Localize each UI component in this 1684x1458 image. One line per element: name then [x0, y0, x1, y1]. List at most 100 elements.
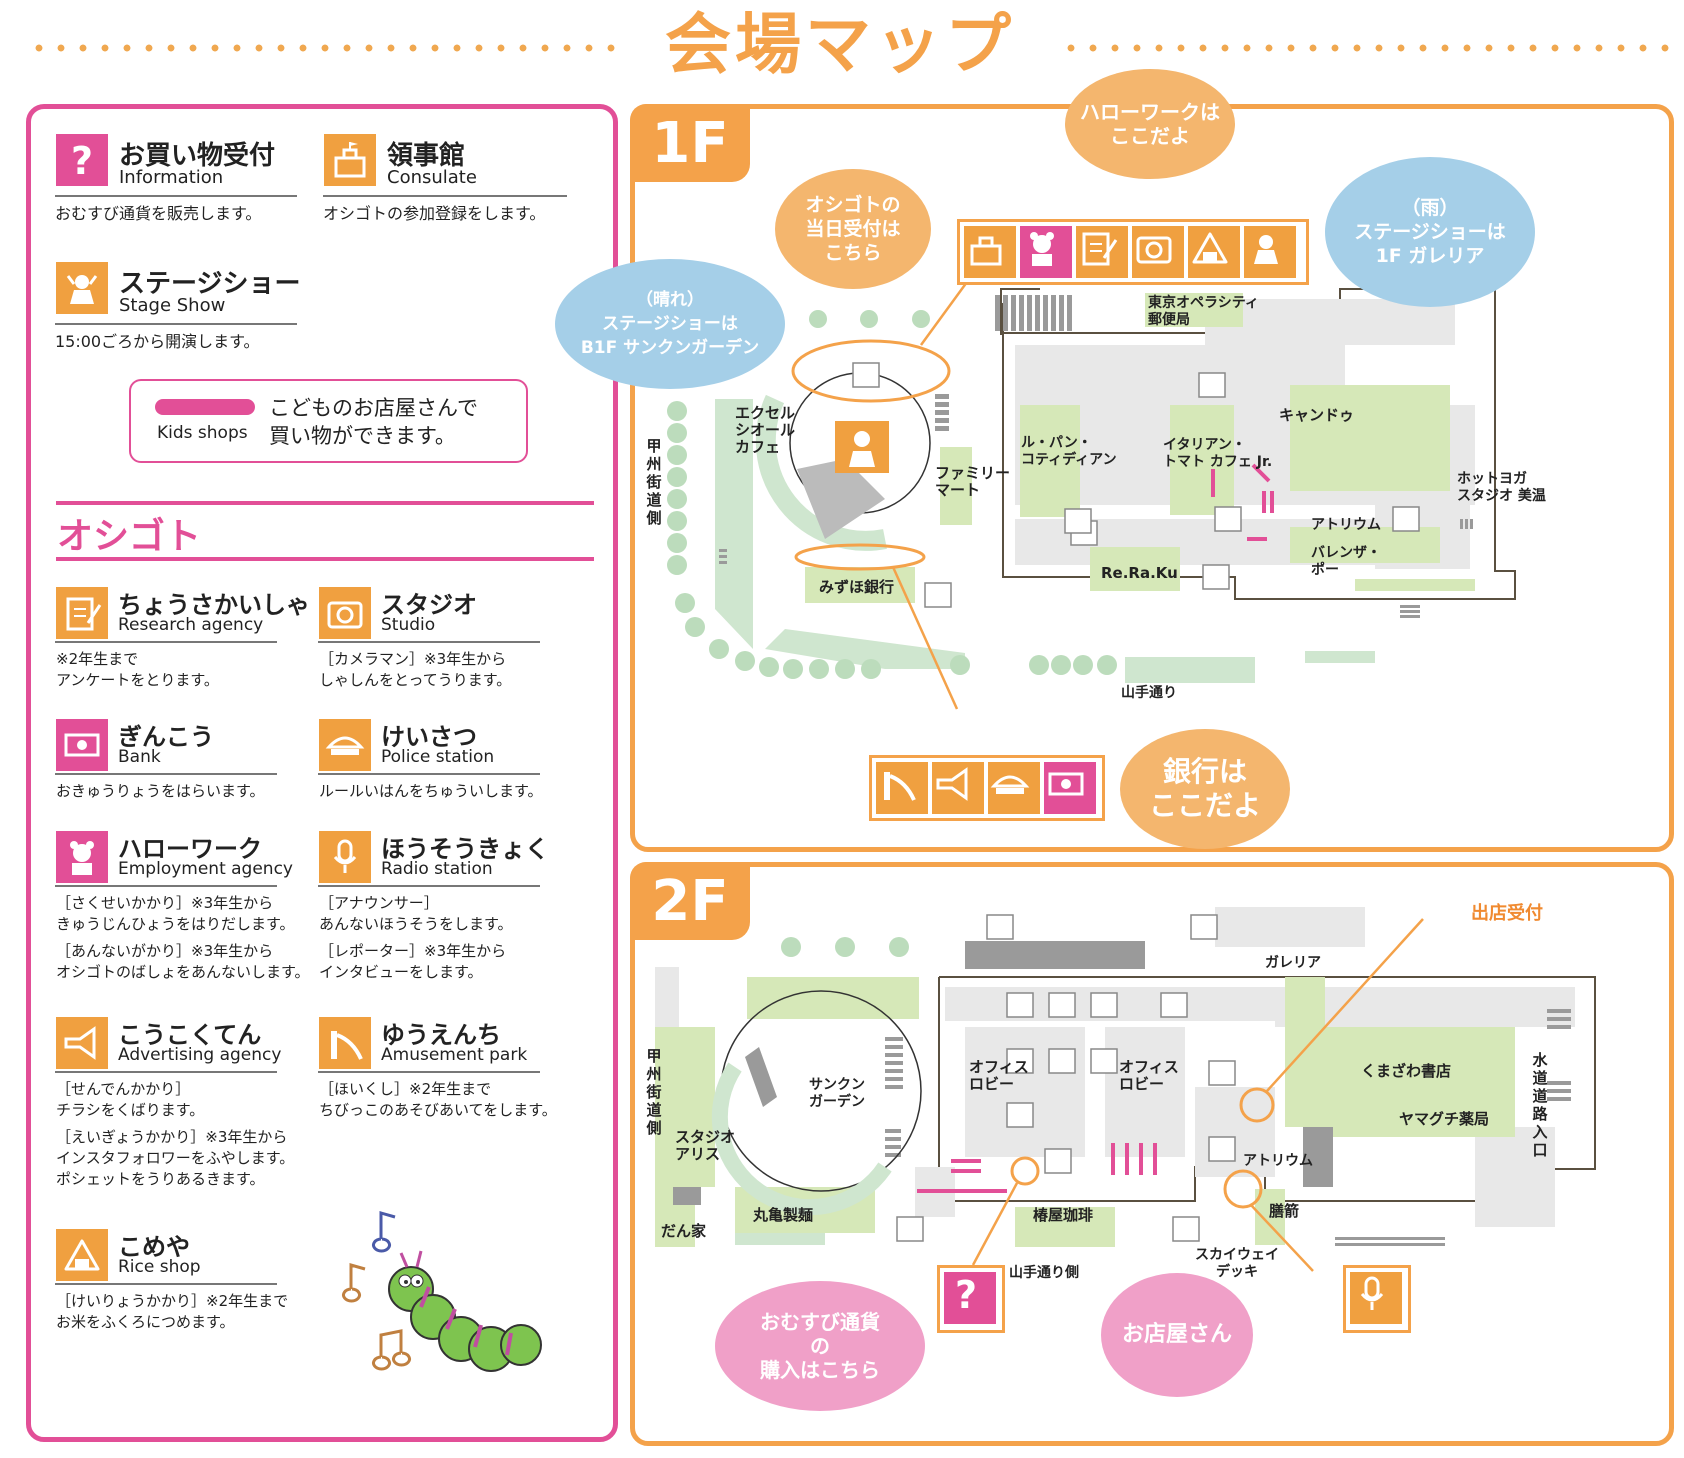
job-name: こうこくてん	[118, 1021, 262, 1049]
label-mizuho: みずほ銀行	[819, 578, 895, 596]
caterpillar-illustration	[342, 1211, 542, 1372]
label-studio-alice: スタジオ アリス	[675, 1128, 736, 1163]
job-desc: インタビューをします。	[319, 963, 483, 981]
legend-desc-consulate: オシゴトの参加登録をします。	[323, 204, 546, 223]
bubble-omusubi: おむすび通貨 の 購入はこちら	[715, 1281, 925, 1411]
job-name: ぎんこう	[118, 723, 214, 751]
label-hot-yoga: ホットヨガ スタジオ 美温	[1457, 471, 1546, 504]
label-yamate-side: 山手通り側	[1009, 1265, 1079, 1281]
job-desc: チラシをくばります。	[56, 1101, 205, 1119]
label-reraku: Re.Ra.Ku	[1101, 564, 1178, 582]
bear-employee-icon	[1020, 226, 1072, 278]
job-desc: ［さくせいかかり］※3年生から	[56, 894, 274, 912]
oshigoto-rule-bottom	[56, 557, 594, 561]
floor-2f-map: 2F ? 出店受付 おむすび通貨 の 購入はこちら お店屋さん ガレリア オフィ…	[630, 862, 1674, 1446]
legend-desc-stage: 15:00ごろから開演します。	[55, 332, 260, 351]
job-en: Police station	[381, 747, 495, 767]
label-atrium-1f: アトリウム	[1311, 517, 1381, 533]
job-en: Research agency	[118, 615, 264, 635]
legend-en-consulate: Consulate	[387, 167, 477, 188]
1f-bank-icon-bar	[869, 755, 1105, 821]
label-shutten-uketsuke: 出店受付	[1471, 903, 1543, 924]
label-marugame: 丸亀製麺	[753, 1206, 814, 1224]
label-galleria: ガレリア	[1265, 955, 1321, 971]
label-candou: キャンドゥ	[1279, 406, 1355, 424]
job-en: Radio station	[381, 859, 493, 879]
label-kumazawa: くまざわ書店	[1361, 1062, 1452, 1080]
job-desc: しゃしんをとってうります。	[319, 671, 512, 689]
job-en: Studio	[381, 615, 436, 635]
kids-shop-marker	[155, 399, 255, 415]
job-rule	[55, 641, 277, 643]
job-en: Advertising agency	[118, 1045, 282, 1065]
police-cap-icon	[988, 762, 1040, 814]
bubble-sunny-stage: （晴れ） ステージショーは B1F サンクンガーデン	[555, 259, 785, 389]
legend-en-stage: Stage Show	[119, 295, 226, 316]
label-italian: イタリアン・ トマト カフェ Jr.	[1163, 437, 1273, 470]
survey-clipboard-icon	[56, 587, 108, 639]
job-desc: おきゅうりょうをはらいます。	[56, 782, 265, 800]
svg-text:?: ?	[955, 1273, 977, 1316]
bubble-reception: オシゴトの 当日受付は こちら	[775, 169, 931, 289]
legend-rule	[55, 323, 297, 325]
kids-shops-box: Kids shops こどものお店屋さんで 買い物ができます。	[129, 379, 528, 463]
job-name: ハローワーク	[118, 835, 262, 863]
bubble-kids-shops: お店屋さん	[1101, 1273, 1253, 1397]
microphone-icon	[319, 831, 371, 883]
job-rule	[318, 885, 540, 887]
label-office-lobby-2: オフィス ロビー	[1119, 1058, 1179, 1093]
2f-radio-marker	[1343, 1265, 1411, 1333]
job-name: ほうそうきょく	[381, 835, 549, 863]
label-office-lobby-1: オフィス ロビー	[969, 1058, 1029, 1093]
onigiri-icon	[56, 1229, 108, 1281]
job-desc: ［あんないがかり］※3年生から	[56, 942, 274, 960]
job-desc: ちびっこのあそびあいてをします。	[319, 1101, 557, 1119]
job-desc: アンケートをとります。	[56, 671, 219, 689]
label-sunken-garden: サンクン ガーデン	[809, 1077, 865, 1110]
camera-icon	[319, 587, 371, 639]
bear-employee-icon	[56, 831, 108, 883]
kids-shops-desc-1: こどものお店屋さんで	[269, 396, 478, 420]
page-title: 会場マップ	[665, 6, 1015, 83]
job-en: Employment agency	[118, 859, 293, 879]
question-icon: ?	[56, 134, 108, 186]
floor-1f-plan	[667, 270, 1516, 710]
job-rule	[318, 773, 540, 775]
label-yamate: 山手通り	[1121, 685, 1177, 701]
label-excelsior: エクセル シオール カフェ	[735, 404, 796, 456]
legend-en-information: Information	[119, 167, 224, 188]
legend-name-consulate: 領事館	[387, 141, 466, 171]
job-desc: ［アナウンサー］	[319, 894, 439, 912]
megaphone-icon	[56, 1017, 108, 1069]
job-name: こめや	[118, 1233, 190, 1261]
camera-icon	[1132, 226, 1184, 278]
kids-shops-desc-2: 買い物ができます。	[269, 424, 456, 448]
banknote-icon	[1044, 762, 1096, 814]
floor-label-2f: 2F	[630, 862, 750, 940]
legend-desc-information: おむすび通貨を販売します。	[55, 204, 262, 223]
stage-performer-icon	[56, 262, 108, 314]
label-atrium-2f: アトリウム	[1243, 1153, 1313, 1169]
label-zeze: 膳箭	[1269, 1202, 1300, 1220]
job-rule	[55, 773, 277, 775]
survey-clipboard-icon	[1076, 226, 1128, 278]
job-en: Rice shop	[118, 1257, 201, 1277]
banknote-icon	[56, 719, 108, 771]
consulate-building-icon	[324, 134, 376, 186]
job-en: Amusement park	[381, 1045, 528, 1065]
slide-icon	[876, 762, 928, 814]
job-desc: ［カメラマン］※3年生から	[319, 650, 507, 668]
legend-rule	[323, 195, 567, 197]
legend-name-information: お買い物受付	[119, 141, 276, 171]
label-skyway-deck: スカイウェイ デッキ	[1195, 1247, 1279, 1280]
microphone-icon	[1350, 1272, 1402, 1324]
oshigoto-rule-top	[56, 501, 594, 505]
header-dots-left	[28, 44, 622, 52]
job-desc: ［せんでんかかり］	[56, 1080, 191, 1098]
police-cap-icon	[319, 719, 371, 771]
job-desc: ルールいはんをちゅういします。	[319, 782, 543, 800]
label-suido-entrance: 水道道路入口	[1532, 1051, 1548, 1159]
2f-information-marker: ?	[937, 1265, 1005, 1333]
legend-panel: ? お買い物受付 Information おむすび通貨を販売します。 領事館 C…	[26, 104, 618, 1442]
bubble-hellowork: ハローワークは ここだよ	[1065, 69, 1235, 179]
